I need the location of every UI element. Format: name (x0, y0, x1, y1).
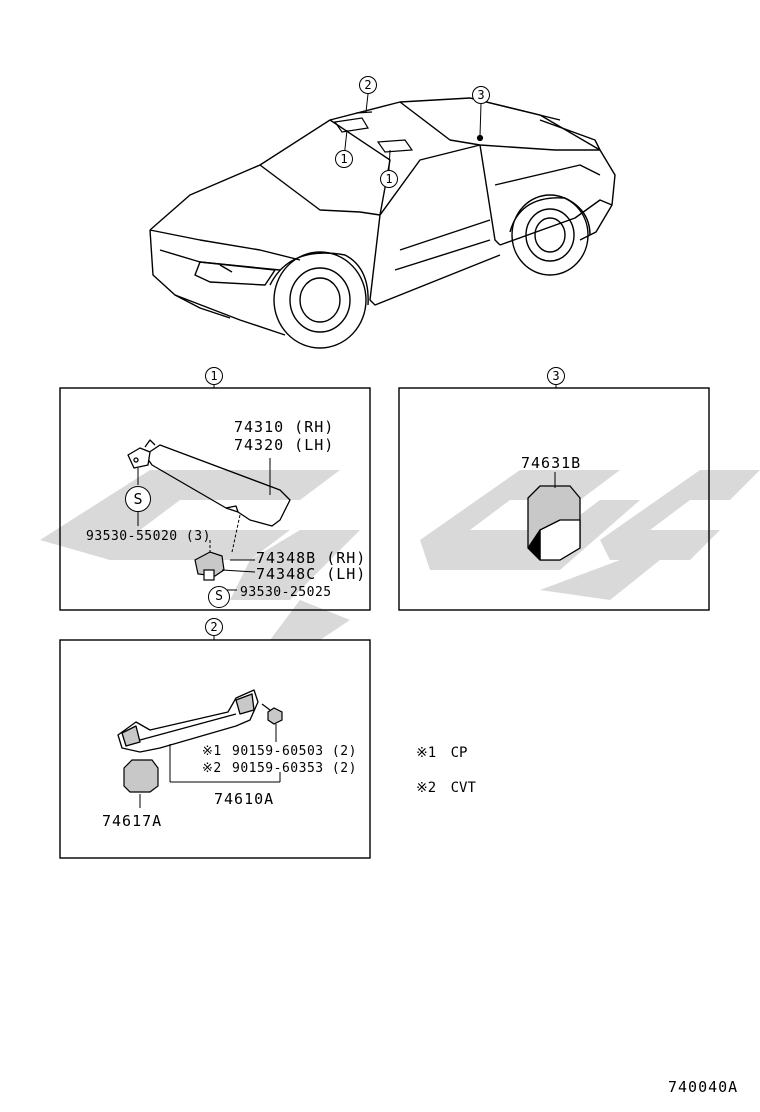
label-holder-rh: 74348B (RH) (256, 549, 367, 567)
figure-code: 740040A (668, 1078, 739, 1096)
callout-2-panel: 2 (205, 618, 223, 636)
note-text: CVT (450, 780, 476, 796)
panel-borders (59, 387, 710, 859)
label-visor-rh: 74310 (RH) (234, 418, 335, 436)
car-leaders (343, 93, 482, 171)
callout-1-panel: 1 (205, 367, 223, 385)
grip-bolt (261, 703, 283, 725)
assist-grip (117, 689, 259, 753)
label-visor-lh: 74320 (LH) (234, 436, 335, 454)
label-bolt-1: 90159-60503 (2) (232, 744, 357, 759)
callout-1-car-b: 1 (380, 170, 398, 188)
callout-3-panel: 3 (547, 367, 565, 385)
panel1-leaders (137, 458, 271, 591)
grip-cap (123, 759, 159, 793)
label-bolt-2-mark: ※2 (202, 761, 222, 776)
watermark-logo (40, 470, 760, 640)
car-illustration (149, 97, 616, 336)
label-cap: 74617A (102, 812, 163, 830)
callout-2-car: 2 (359, 76, 377, 94)
label-holder-lh: 74348C (LH) (256, 565, 367, 583)
front-wheel (269, 251, 369, 349)
note-mark: ※1 (416, 745, 437, 761)
rear-wheel (509, 194, 591, 276)
note-row-1: ※1 CP (416, 745, 473, 761)
roof-part-marks (333, 111, 484, 153)
label-screw: 93530-55020 (3) (86, 529, 211, 544)
screw-symbol-2: S (208, 586, 230, 608)
callout-1-car-a: 1 (335, 150, 353, 168)
label-bolt-2: 90159-60353 (2) (232, 761, 357, 776)
label-grip: 74610A (214, 790, 275, 808)
panel2-leaders (139, 724, 281, 808)
coat-hook (527, 485, 581, 561)
label-hook: 74631B (521, 454, 582, 472)
screw-symbol-1: S (125, 486, 151, 512)
label-bolt-1-mark: ※1 (202, 744, 222, 759)
note-row-2: ※2 CVT (416, 780, 482, 796)
note-mark: ※2 (416, 780, 437, 796)
note-text: CP (450, 745, 468, 761)
label-screw2: 93530-25025 (240, 585, 332, 600)
panel-title-ticks (213, 385, 557, 640)
sun-visor (127, 439, 291, 527)
callout-3-car: 3 (472, 86, 490, 104)
